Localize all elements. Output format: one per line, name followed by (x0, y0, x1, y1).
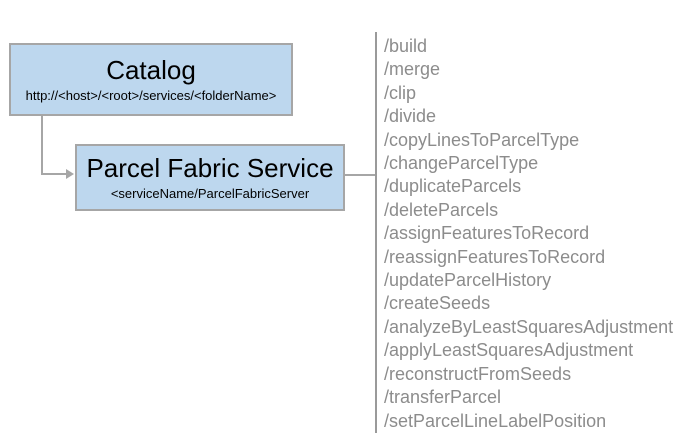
catalog-connector-vertical (41, 116, 43, 175)
service-connector-horizontal (345, 174, 376, 176)
catalog-connector-horizontal (41, 173, 67, 175)
endpoint-item: /divide (384, 106, 437, 127)
endpoint-item: /build (384, 36, 428, 56)
service-url-pattern: <serviceName/ParcelFabricServer (110, 186, 310, 201)
endpoint-item: /deleteParcels (384, 199, 499, 220)
catalog-box: Catalog http://<host>/<root>/services/<f… (9, 43, 293, 116)
endpoint-item: /reassignFeaturesToRecord (384, 246, 606, 267)
endpoint-item: /merge (384, 59, 441, 80)
endpoint-item: /analyzeByLeastSquaresAdjustment (384, 316, 674, 337)
endpoint-item: /updateParcelHistory (384, 270, 552, 291)
service-box: Parcel Fabric Service <serviceName/Parce… (75, 144, 345, 211)
endpoint-item: /changeParcelType (384, 153, 539, 174)
endpoint-list: /build/merge/clip/divide/copyLinesToParc… (384, 35, 684, 433)
endpoint-item: /setParcelLineLabelPosition (384, 410, 607, 431)
catalog-title: Catalog (106, 55, 196, 85)
catalog-url-pattern: http://<host>/<root>/services/<folderNam… (25, 88, 277, 103)
endpoint-item: /duplicateParcels (384, 176, 522, 197)
endpoint-item: /createSeeds (384, 293, 491, 314)
endpoint-item: /clip (384, 82, 417, 103)
endpoint-item: /reconstructFromSeeds (384, 363, 572, 384)
service-title: Parcel Fabric Service (86, 153, 334, 183)
endpoint-item: /assignFeaturesToRecord (384, 223, 590, 244)
endpoint-item: /applyLeastSquaresAdjustment (384, 340, 634, 361)
endpoint-item: /copyLinesToParcelType (384, 129, 580, 150)
connector-arrowhead-icon (66, 169, 74, 179)
endpoint-rail-line (375, 32, 377, 433)
endpoint-item: /transferParcel (384, 387, 502, 408)
